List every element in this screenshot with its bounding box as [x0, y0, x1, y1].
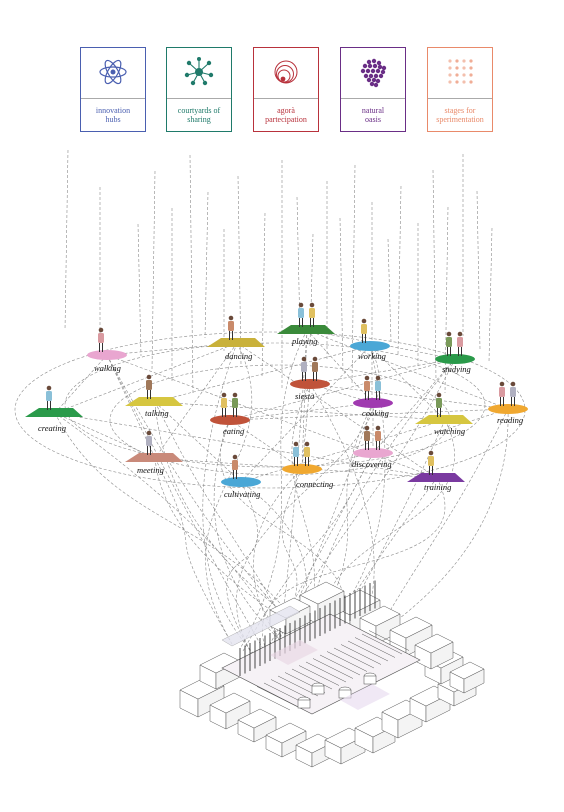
activity-pad [353, 398, 393, 408]
activity-label-studying: studying [442, 364, 471, 374]
person-figure [293, 441, 299, 447]
building-axonometric [179, 580, 485, 768]
activity-pad [277, 325, 335, 334]
activity-pad [207, 338, 265, 347]
person-figure [364, 425, 370, 431]
activity-label-talking: talking [145, 408, 169, 418]
activity-pad [415, 415, 473, 424]
activity-pads [25, 325, 528, 487]
legend-courtyards-of-sharing: courtyards of sharing [166, 47, 232, 132]
dot-grid-icon [448, 59, 473, 84]
legend-natural-oasis: natural oasis [340, 47, 406, 132]
activity-label-working: working [358, 351, 386, 361]
activity-label-siesta: siesta [295, 391, 315, 401]
person-figure [446, 331, 452, 337]
activity-label-reading: reading [497, 415, 524, 425]
person-figure [309, 302, 315, 308]
dot-cluster-icon [360, 58, 387, 88]
person-figure [232, 454, 238, 460]
people-figures [46, 302, 516, 479]
person-figure [221, 392, 227, 398]
person-figure [428, 450, 434, 456]
person-figure [361, 318, 367, 324]
legend-label-agora-partecipation: agorà partecipation [265, 106, 307, 124]
person-figure [312, 356, 318, 362]
activity-label-creating: creating [38, 423, 67, 433]
person-figure [510, 381, 516, 387]
legend-label-stages-for-sperimentation: stages for sperimentation [436, 106, 484, 124]
activity-pad [407, 473, 465, 482]
person-figure [375, 425, 381, 431]
activity-pad [125, 453, 183, 462]
activity-pad [435, 354, 475, 364]
person-figure [375, 375, 381, 381]
activity-label-cooking: cooking [362, 408, 389, 418]
activity-label-watching: watching [434, 426, 466, 436]
person-figure [146, 430, 152, 436]
person-figure [304, 441, 310, 447]
activity-label-walking: walking [94, 363, 121, 373]
person-figure [228, 315, 234, 321]
person-figure [298, 302, 304, 308]
activity-pad [210, 415, 250, 425]
dashed-connections [14, 149, 526, 678]
person-figure [364, 375, 370, 381]
activity-label-dancing: dancing [225, 351, 253, 361]
activity-pad [125, 397, 183, 406]
person-figure [232, 392, 238, 398]
activity-pad [290, 379, 330, 389]
activity-label-training: training [424, 482, 452, 492]
activity-label-cultivating: cultivating [224, 489, 261, 499]
legend-agora-partecipation: agorà partecipation [253, 47, 319, 132]
person-figure [457, 331, 463, 337]
activity-pad [282, 464, 322, 474]
activity-pad [488, 404, 528, 414]
concentric-rings-icon [274, 60, 298, 84]
legend-label-courtyards-of-sharing: courtyards of sharing [177, 106, 221, 124]
person-figure [46, 385, 52, 391]
activity-pad [221, 477, 261, 487]
legend-label-natural-oasis: natural oasis [361, 106, 385, 124]
activity-label-eating: eating [223, 426, 245, 436]
legend-stages-for-sperimentation: stages for sperimentation [427, 47, 493, 132]
central-courtyard [221, 613, 421, 715]
legend-label-innovation-hubs: innovation hubs [95, 106, 131, 124]
network-icon [184, 57, 214, 86]
person-figure [98, 327, 104, 333]
activity-label-connecting: connecting [296, 479, 334, 489]
activity-pad [350, 341, 390, 351]
activity-pad [25, 408, 83, 417]
legend-innovation-hubs: innovation hubs [80, 47, 146, 132]
person-figure [146, 374, 152, 380]
activity-pad [353, 448, 393, 458]
activity-pad [87, 350, 127, 360]
activity-label-discovering: discovering [352, 459, 392, 469]
person-figure [499, 381, 505, 387]
atom-icon [99, 59, 127, 85]
person-figure [301, 356, 307, 362]
person-figure [436, 392, 442, 398]
activity-label-playing: playing [292, 336, 318, 346]
activity-label-meeting: meeting [137, 465, 164, 475]
